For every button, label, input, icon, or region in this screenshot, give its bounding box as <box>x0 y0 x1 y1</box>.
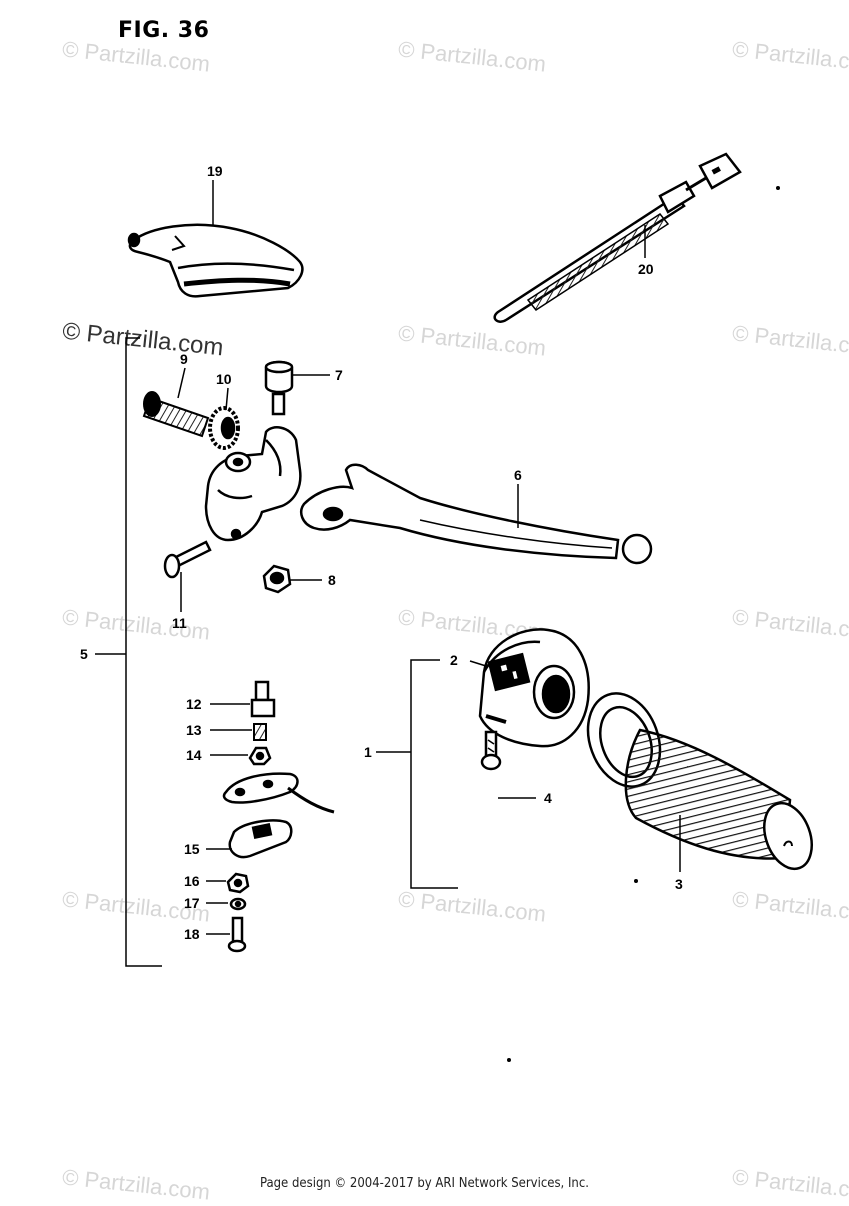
part-8-nut <box>262 564 292 594</box>
part-14-ball <box>248 746 272 766</box>
part-switch-plate <box>222 772 335 814</box>
part-16-washer <box>226 872 250 894</box>
part-5-lever-holder <box>204 426 302 542</box>
callout-2: 2 <box>450 652 458 668</box>
callout-14: 14 <box>186 747 202 763</box>
part-13-spring <box>253 723 267 741</box>
callout-7: 7 <box>335 367 343 383</box>
callout-12: 12 <box>186 696 202 712</box>
part-3-handlebar-grip <box>586 692 813 871</box>
callout-13: 13 <box>186 722 202 738</box>
callout-4: 4 <box>544 790 552 806</box>
callout-20: 20 <box>638 261 654 277</box>
callout-15: 15 <box>184 841 200 857</box>
part-10-locknut <box>208 406 240 450</box>
leader-lines <box>95 180 681 967</box>
part-12-screw <box>250 680 276 718</box>
callout-16: 16 <box>184 873 200 889</box>
callout-numbers: 19 20 9 10 7 6 8 11 5 2 12 13 14 1 4 15 … <box>80 163 683 942</box>
callout-3: 3 <box>675 876 683 892</box>
part-4-screw <box>480 730 502 771</box>
part-19-lever-cover <box>127 223 304 298</box>
callout-17: 17 <box>184 895 200 911</box>
callout-9: 9 <box>180 351 188 367</box>
part-15-switch <box>228 819 293 859</box>
callout-19: 19 <box>207 163 223 179</box>
part-6-clutch-lever <box>300 463 653 565</box>
part-2-switch-housing <box>478 628 590 748</box>
callout-5: 5 <box>80 646 88 662</box>
page-footer: Page design © 2004-2017 by ARI Network S… <box>260 1176 589 1191</box>
callout-6: 6 <box>514 467 522 483</box>
part-9-adjuster-bolt <box>142 391 210 438</box>
part-20-cable-tie <box>493 152 742 323</box>
figure-title: FIG. 36 <box>118 18 210 43</box>
part-18-screw <box>227 916 247 953</box>
part-7-pivot-bolt <box>264 360 294 416</box>
callout-18: 18 <box>184 926 200 942</box>
part-11-bolt <box>163 540 212 579</box>
scan-speck <box>507 186 780 1062</box>
callout-11: 11 <box>172 615 187 631</box>
callout-1: 1 <box>364 744 372 760</box>
callout-8: 8 <box>328 572 336 588</box>
callout-10: 10 <box>216 371 232 387</box>
part-17-washer <box>229 897 247 911</box>
